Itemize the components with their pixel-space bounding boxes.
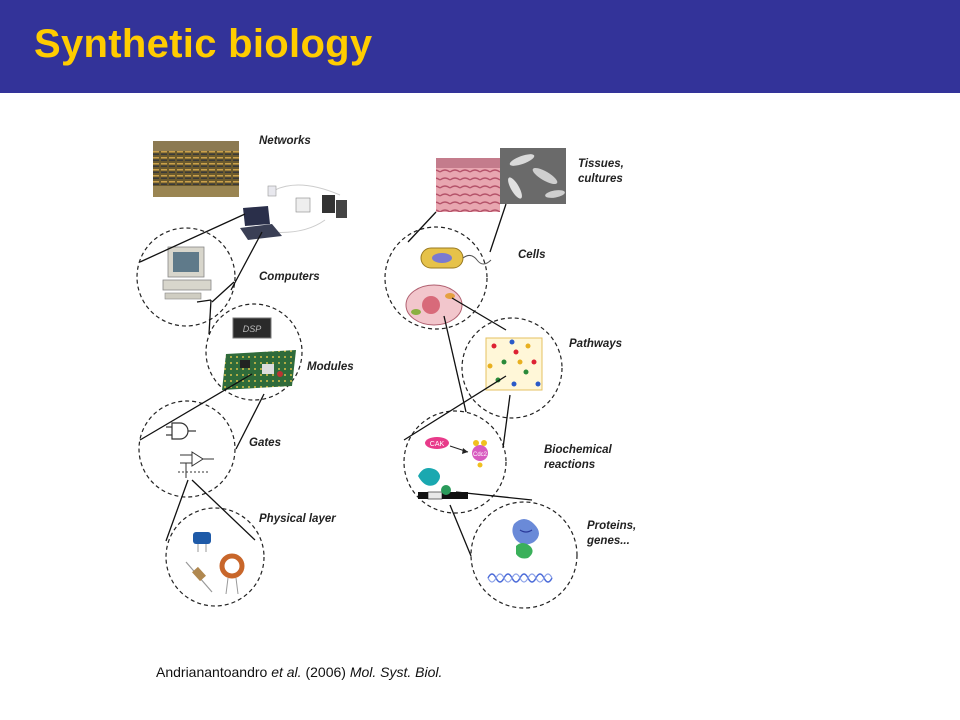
- label-proteins-genes: Proteins, genes...: [587, 520, 637, 547]
- label-computers: Computers: [259, 271, 320, 283]
- server-room-image: [153, 141, 239, 197]
- logic-gate-icon: [166, 422, 196, 440]
- network-devices-image: [240, 184, 347, 240]
- pathway-network-image: [485, 337, 543, 391]
- amplifier-circuit-icon: [178, 451, 214, 478]
- citation-authors: Andrianantoandro: [156, 664, 268, 680]
- gates-circle: [138, 400, 236, 498]
- dsp-chip-image: DSP: [232, 317, 272, 339]
- pathways-circle: [461, 317, 563, 419]
- right-connector-lines: [403, 203, 533, 557]
- dna-helix-image: [487, 573, 553, 583]
- citation-year: (2006): [305, 664, 346, 680]
- label-modules: Modules: [307, 361, 354, 373]
- label-cells: Cells: [518, 249, 546, 261]
- label-networks: Networks: [259, 135, 311, 147]
- label-biochemical-reactions: Biochemical reactions: [544, 444, 612, 471]
- bacterium-cell-image: [420, 247, 492, 269]
- citation-etal: et al.: [271, 664, 302, 680]
- protein-structure-image: [512, 519, 539, 559]
- left-connector-lines: [139, 213, 265, 542]
- label-physical-layer: Physical layer: [259, 513, 336, 525]
- slide-title: Synthetic biology: [34, 22, 373, 66]
- protein-dna-binding-image: [418, 468, 468, 500]
- label-pathways: Pathways: [569, 338, 623, 350]
- eukaryotic-cell-image: [405, 284, 463, 326]
- physical-layer-circle: [165, 507, 265, 607]
- proteins-genes-circle: [470, 501, 578, 609]
- bacteria-culture-image: [500, 148, 566, 204]
- cdc2-label: Cdc2: [473, 452, 488, 458]
- tissue-image: [436, 158, 500, 212]
- label-gates: Gates: [249, 437, 281, 449]
- citation-journal: Mol. Syst. Biol.: [349, 664, 443, 680]
- inductor-coil-image: [219, 553, 245, 595]
- label-tissues-cultures: Tissues, cultures: [578, 158, 624, 185]
- cells-circle: [384, 226, 488, 330]
- circuit-board-image: [222, 350, 296, 390]
- biochemical-reactions-circle: [403, 410, 507, 514]
- modules-circle: [205, 303, 303, 401]
- dsp-chip-label: DSP: [243, 324, 262, 334]
- computer-image: [162, 246, 212, 300]
- computers-circle: [136, 227, 236, 327]
- title-bar: Synthetic biology: [0, 0, 960, 93]
- capacitor-image: [193, 532, 211, 552]
- cak-label: CAK: [430, 441, 445, 448]
- cak-cdc2-reaction-image: CAK Cdc2: [425, 437, 488, 468]
- citation: Andrianantoandro et al. (2006) Mol. Syst…: [156, 664, 442, 680]
- resistor-image: [185, 561, 213, 593]
